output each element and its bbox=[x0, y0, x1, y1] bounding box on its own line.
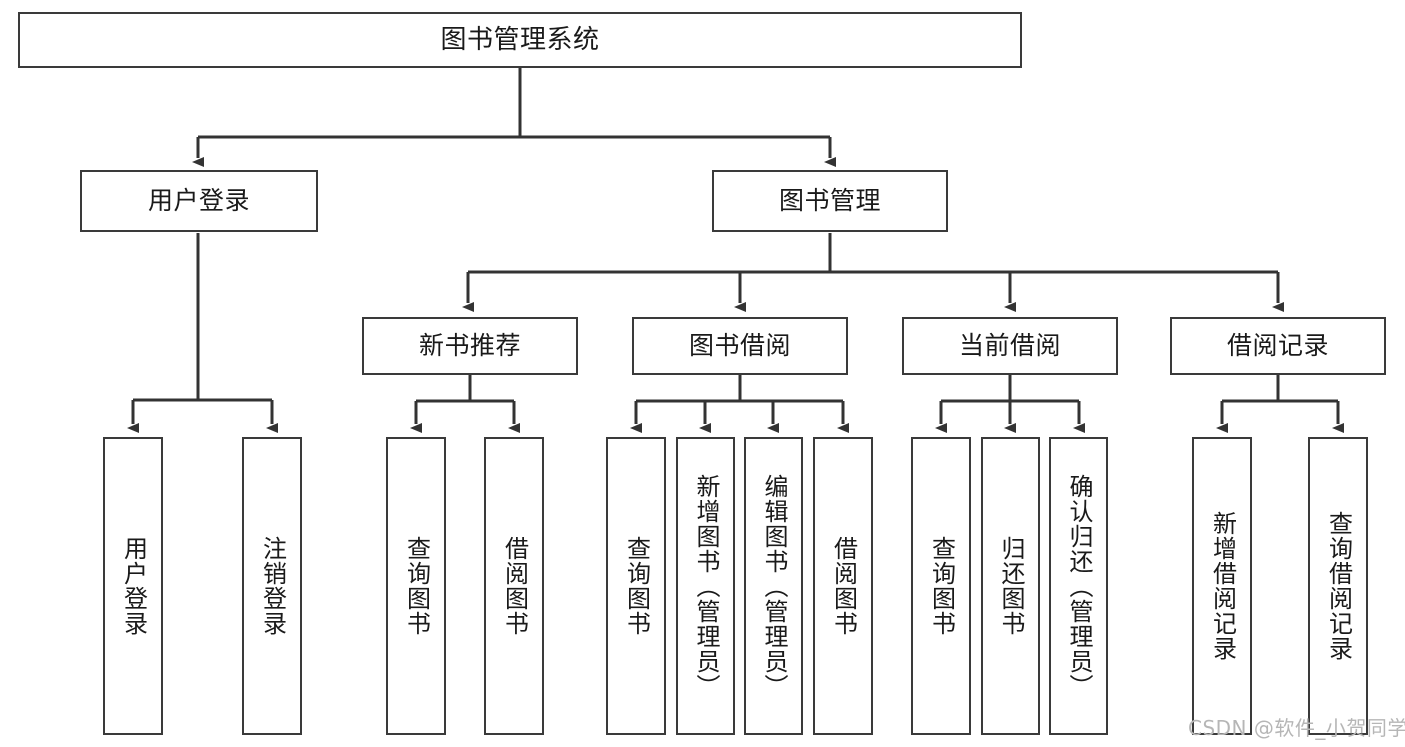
node-leaf-add-book[interactable]: 新增图书（管理员） bbox=[676, 437, 735, 735]
node-label: 注销登录 bbox=[258, 536, 287, 636]
watermark-text: CSDN @软件_小贺同学 bbox=[1188, 716, 1405, 740]
node-label: 查询借阅记录 bbox=[1324, 511, 1353, 661]
node-label: 查询图书 bbox=[402, 536, 431, 636]
node-leaf-logout[interactable]: 注销登录 bbox=[242, 437, 302, 735]
node-label: 图书借阅 bbox=[688, 331, 791, 361]
node-label: 归还图书 bbox=[996, 536, 1025, 636]
node-label: 借阅图书 bbox=[500, 536, 529, 636]
node-label: 新增图书（管理员） bbox=[691, 473, 720, 699]
node-label: 确认归还（管理员） bbox=[1064, 473, 1093, 699]
node-leaf-query-book-3[interactable]: 查询图书 bbox=[911, 437, 971, 735]
node-label: 查询图书 bbox=[622, 536, 651, 636]
node-label: 用户登录 bbox=[147, 186, 250, 216]
node-leaf-borrow-book-2[interactable]: 借阅图书 bbox=[813, 437, 873, 735]
node-borrow-record[interactable]: 借阅记录 bbox=[1170, 317, 1386, 375]
node-label: 图书管理系统 bbox=[440, 24, 600, 55]
node-label: 新增借阅记录 bbox=[1208, 511, 1237, 661]
node-label: 借阅图书 bbox=[829, 536, 858, 636]
node-leaf-user-login[interactable]: 用户登录 bbox=[103, 437, 163, 735]
node-leaf-query-book-2[interactable]: 查询图书 bbox=[606, 437, 666, 735]
node-label: 用户登录 bbox=[119, 536, 148, 636]
node-user-login[interactable]: 用户登录 bbox=[80, 170, 318, 232]
node-root-system[interactable]: 图书管理系统 bbox=[18, 12, 1022, 68]
node-leaf-query-record[interactable]: 查询借阅记录 bbox=[1308, 437, 1368, 735]
node-label: 新书推荐 bbox=[418, 331, 521, 361]
node-label: 编辑图书（管理员） bbox=[759, 473, 788, 699]
node-leaf-borrow-book-1[interactable]: 借阅图书 bbox=[484, 437, 544, 735]
node-leaf-query-book-1[interactable]: 查询图书 bbox=[386, 437, 446, 735]
node-current-borrow[interactable]: 当前借阅 bbox=[902, 317, 1118, 375]
node-leaf-confirm-return[interactable]: 确认归还（管理员） bbox=[1049, 437, 1108, 735]
node-leaf-return-book[interactable]: 归还图书 bbox=[981, 437, 1040, 735]
node-book-manage[interactable]: 图书管理 bbox=[712, 170, 948, 232]
node-book-borrow[interactable]: 图书借阅 bbox=[632, 317, 848, 375]
node-label: 当前借阅 bbox=[958, 331, 1061, 361]
node-label: 查询图书 bbox=[927, 536, 956, 636]
node-label: 借阅记录 bbox=[1226, 331, 1329, 361]
node-new-book-recommend[interactable]: 新书推荐 bbox=[362, 317, 578, 375]
node-leaf-edit-book[interactable]: 编辑图书（管理员） bbox=[744, 437, 803, 735]
node-leaf-add-record[interactable]: 新增借阅记录 bbox=[1192, 437, 1252, 735]
node-label: 图书管理 bbox=[778, 186, 881, 216]
